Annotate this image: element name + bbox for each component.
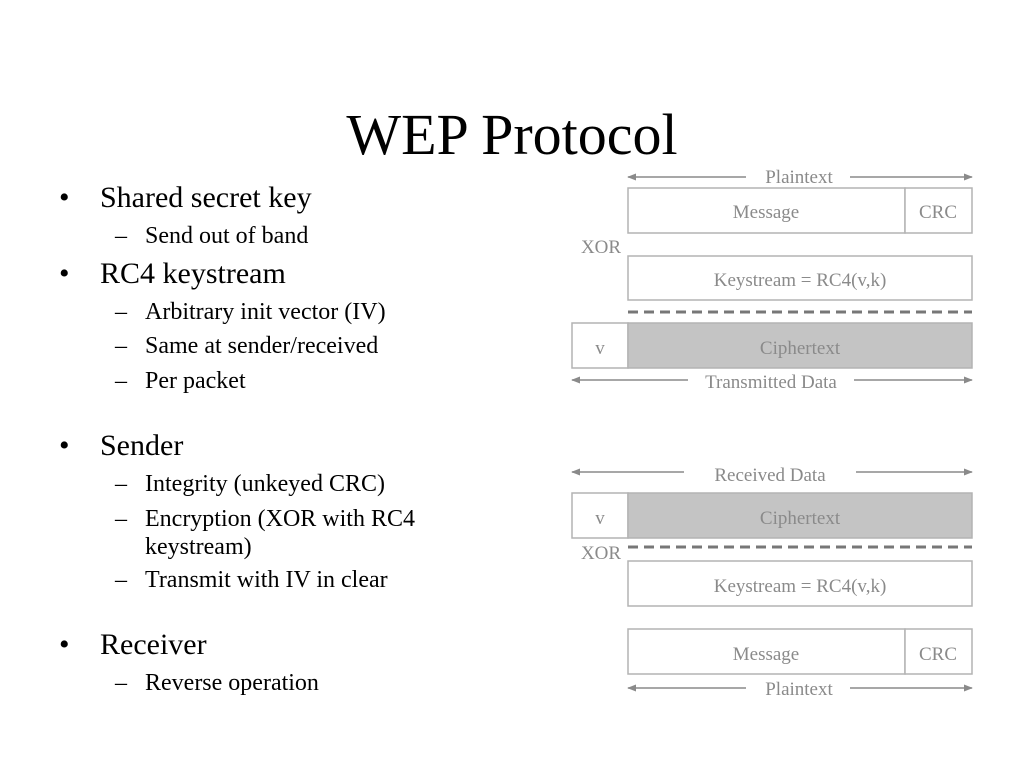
received-data-label: Received Data bbox=[714, 465, 826, 486]
subbullet-arbitrary-iv: Arbitrary init vector (IV) bbox=[115, 298, 386, 326]
message-label-top: Message bbox=[733, 202, 799, 223]
subbullet-encryption: Encryption (XOR with RC4 bbox=[115, 505, 415, 533]
keystream-box-bottom bbox=[627, 560, 973, 607]
subbullet-transmit-with-iv: Transmit with IV in clear bbox=[115, 566, 388, 594]
subbullet-reverse-operation: Reverse operation bbox=[115, 669, 319, 697]
iv-box-bottom bbox=[571, 492, 629, 539]
transmitted-data-label: Transmitted Data bbox=[705, 372, 837, 393]
keystream-box-top bbox=[627, 255, 973, 301]
subbullet-integrity: Integrity (unkeyed CRC) bbox=[115, 470, 385, 498]
ciphertext-label-top: Ciphertext bbox=[760, 338, 841, 359]
bullet-shared-secret-key: Shared secret key bbox=[59, 181, 311, 215]
subbullet-send-out-of-band: Send out of band bbox=[115, 222, 308, 250]
bullet-list: Shared secret key Send out of band RC4 k… bbox=[0, 0, 560, 768]
crc-box-bottom bbox=[904, 628, 973, 675]
message-box-top bbox=[627, 187, 906, 234]
crc-label-bottom: CRC bbox=[919, 644, 957, 665]
keystream-label-bottom: Keystream = RC4(v,k) bbox=[714, 576, 887, 597]
ciphertext-box-top bbox=[627, 322, 973, 369]
bullet-receiver: Receiver bbox=[59, 628, 206, 662]
iv-label-bottom: v bbox=[595, 508, 605, 529]
slide-title: WEP Protocol bbox=[346, 102, 678, 167]
sender-diagram: Plaintext Message CRC XOR Keystream = RC… bbox=[571, 167, 973, 393]
subbullet-same-at-sender: Same at sender/received bbox=[115, 332, 378, 360]
plaintext-label-bottom: Plaintext bbox=[765, 679, 833, 700]
crc-label-top: CRC bbox=[919, 202, 957, 223]
ciphertext-box-bottom bbox=[627, 492, 973, 539]
message-label-bottom: Message bbox=[733, 644, 799, 665]
receiver-diagram: Received Data v Ciphertext XOR Keystream… bbox=[571, 465, 973, 700]
bullet-rc4-keystream: RC4 keystream bbox=[59, 257, 286, 291]
crc-box-top bbox=[904, 187, 973, 234]
ciphertext-label-bottom: Ciphertext bbox=[760, 508, 841, 529]
subbullet-encryption-continued: keystream) bbox=[145, 534, 252, 560]
keystream-label-top: Keystream = RC4(v,k) bbox=[714, 270, 887, 291]
iv-label-top: v bbox=[595, 338, 605, 359]
bullet-sender: Sender bbox=[59, 429, 183, 463]
subbullet-per-packet: Per packet bbox=[115, 367, 246, 395]
plaintext-label-top: Plaintext bbox=[765, 167, 833, 188]
xor-label-bottom: XOR bbox=[581, 543, 621, 564]
xor-label-top: XOR bbox=[581, 237, 621, 258]
